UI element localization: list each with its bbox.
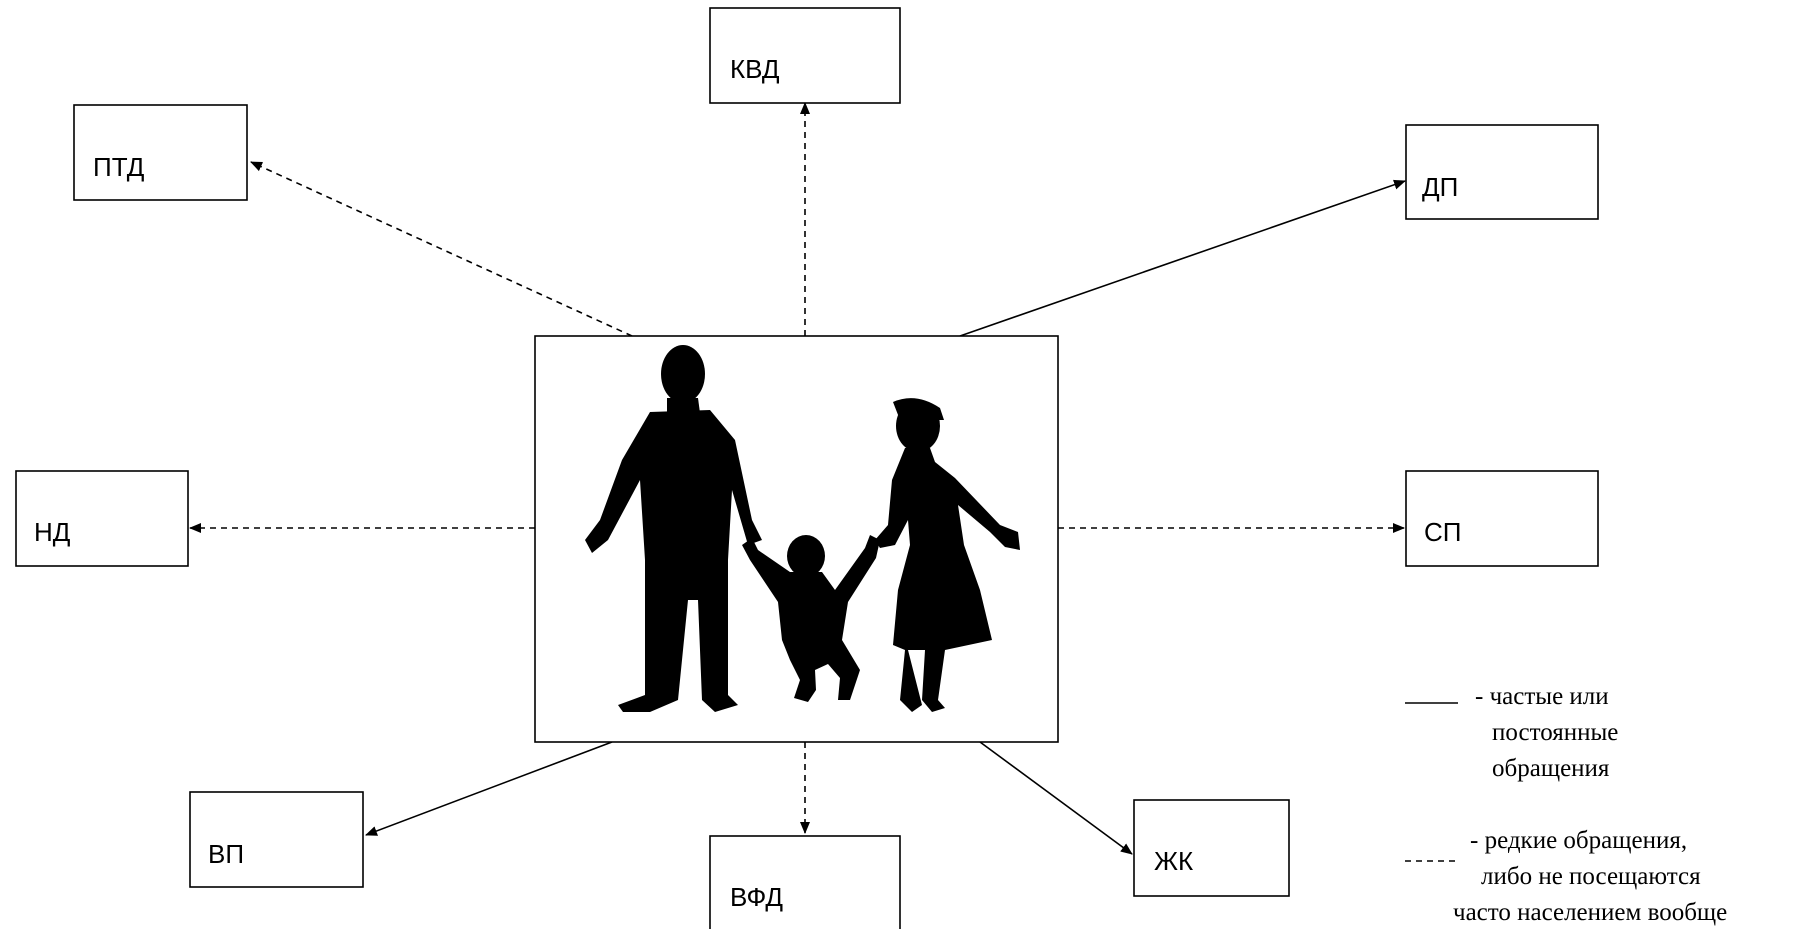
legend-dashed-text-1: - редкие обращения,: [1470, 827, 1687, 854]
legend-solid-text-3: обращения: [1492, 755, 1610, 782]
node-ptd-label: ПТД: [93, 152, 145, 182]
node-dp: ДП: [1405, 124, 1599, 220]
node-kvd: КВД: [709, 7, 901, 104]
connector-dp: [959, 179, 1406, 337]
connector-zhk: [979, 741, 1133, 855]
legend-solid-text-2: постоянные: [1492, 719, 1618, 746]
connector-ptd: [250, 161, 633, 337]
node-zhk: ЖК: [1133, 799, 1290, 897]
node-vp-label: ВП: [208, 839, 244, 869]
node-dp-label: ДП: [1422, 172, 1458, 202]
family-silhouette-icon: [585, 345, 1020, 712]
connector-vp: [365, 741, 613, 836]
legend-dashed-text-2: либо не посещаются: [1481, 863, 1701, 890]
node-sp: СП: [1405, 470, 1599, 567]
node-nd-label: НД: [34, 517, 71, 547]
node-ptd: ПТД: [73, 104, 248, 201]
node-vp: ВП: [189, 791, 364, 888]
node-nd: НД: [15, 470, 189, 567]
legend: - частые или постоянные обращения - редк…: [1405, 683, 1727, 926]
node-kvd-label: КВД: [730, 54, 780, 84]
node-vfd: ВФД: [709, 835, 901, 929]
legend-solid-text-1: - частые или: [1475, 683, 1609, 710]
node-sp-label: СП: [1424, 517, 1461, 547]
node-vfd-label: ВФД: [730, 882, 783, 912]
legend-dashed-text-3: часто населением вообще: [1453, 899, 1727, 926]
node-zhk-label: ЖК: [1154, 846, 1193, 876]
